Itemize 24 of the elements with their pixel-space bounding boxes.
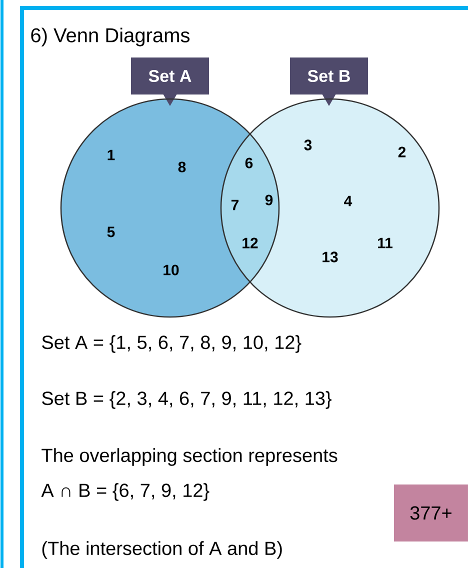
text-line: Set A = {1, 5, 6, 7, 8, 9, 10, 12} <box>42 335 302 353</box>
element-number: 4 <box>344 196 352 206</box>
element-number: 9 <box>265 194 273 206</box>
title: 6) Venn Diagrams <box>31 28 190 46</box>
element-number: 5 <box>107 226 115 238</box>
text-line: A ∩ B = {6, 7, 9, 12} <box>41 483 210 501</box>
set-circle <box>220 98 440 318</box>
text-line: Set B = {2, 3, 4, 6, 7, 9, 11, 12, 13} <box>42 391 332 409</box>
element-number: 12 <box>242 238 258 248</box>
text-line: The overlapping section represents <box>42 448 338 466</box>
element-number: 7 <box>231 200 238 210</box>
element-number: 8 <box>178 162 186 172</box>
set-label-tag: Set A <box>131 58 209 106</box>
element-number: 11 <box>378 238 392 248</box>
element-number: 2 <box>398 146 406 158</box>
text-line: (The intersection of A and B) <box>42 541 282 559</box>
element-number: 1 <box>108 150 115 160</box>
set-label-tag: Set B <box>290 58 368 106</box>
score-box: 377+ <box>394 484 468 542</box>
element-number: 6 <box>245 158 253 168</box>
element-number: 13 <box>322 252 338 262</box>
element-number: 3 <box>304 140 312 150</box>
element-number: 10 <box>164 264 179 276</box>
set-circle <box>60 98 280 318</box>
